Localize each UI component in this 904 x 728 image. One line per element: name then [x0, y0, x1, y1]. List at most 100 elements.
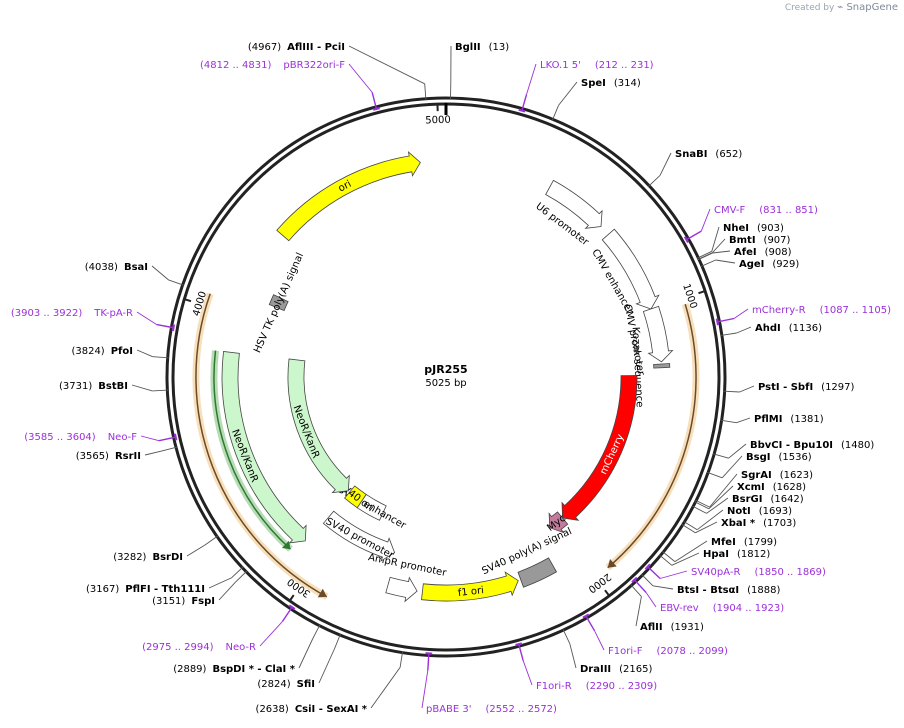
site-pbabe-3[interactable]: pBABE 3'(2552 .. 2572) — [426, 704, 557, 715]
site-f1ori-r[interactable]: F1ori-R(2290 .. 2309) — [536, 681, 657, 692]
site-neo-r[interactable]: (2975 .. 2994)Neo-R — [142, 642, 256, 653]
site-draiii[interactable]: DraIII(2165) — [580, 664, 653, 675]
site-text: HpaI — [703, 549, 729, 560]
site-ahdi[interactable]: AhdI(1136) — [755, 323, 822, 334]
site-leader — [645, 592, 657, 608]
site-leader — [522, 660, 533, 686]
site-leader — [635, 596, 642, 627]
feature-hsv-tk-poly-a-signal[interactable] — [268, 294, 289, 312]
site-leader — [659, 570, 688, 579]
site-bsrdi[interactable]: (3282)BsrDI — [113, 552, 183, 563]
feature-ori[interactable] — [276, 151, 421, 242]
site-tk-pa-r[interactable]: (3903 .. 3922)TK-pA-R — [11, 308, 133, 319]
site-text: PflMI — [754, 414, 782, 425]
site-mcherry-r[interactable]: mCherry-R(1087 .. 1105) — [752, 305, 891, 316]
feature-neor-kanr[interactable] — [221, 351, 307, 544]
site-text: (1693) — [759, 506, 792, 517]
site-bbvci-bpu10i[interactable]: BbvCI - Bpu10I(1480) — [750, 440, 874, 451]
site-text: PstI — [758, 382, 780, 393]
site-cmv-f[interactable]: CMV-F(831 .. 851) — [714, 205, 818, 216]
site-text: SbfI — [791, 382, 813, 393]
site-text: (1812) — [737, 549, 770, 560]
site-mfei[interactable]: MfeI(1799) — [711, 537, 777, 548]
site-text: ClaI * — [265, 664, 296, 675]
site-fspi[interactable]: (3151)FspI — [152, 596, 215, 607]
site-afiii[interactable]: AflII(1931) — [640, 622, 704, 633]
site-noti[interactable]: NotI(1693) — [727, 506, 792, 517]
site-bspdi-clai[interactable]: (2889)BspDI * - ClaI * — [173, 664, 296, 675]
site-tick — [281, 607, 292, 622]
site-csii-sexai[interactable]: (2638)CsiI - SexAI * — [256, 704, 368, 715]
site-bmti[interactable]: BmtI(907) — [729, 235, 791, 246]
site-ebv-rev[interactable]: EBV-rev(1904 .. 1923) — [660, 603, 784, 614]
feature-kozak-sequence[interactable] — [653, 363, 671, 369]
site-xcmi[interactable]: XcmI(1628) — [737, 482, 806, 493]
site-text: LKO.1 5' — [540, 60, 581, 71]
site-text: AgeI — [739, 259, 764, 270]
site-xbai[interactable]: XbaI *(1703) — [721, 518, 796, 529]
site-afliii-pcii[interactable]: (4967)AflIII - PciI — [248, 42, 345, 53]
feature-mcherry[interactable] — [561, 375, 638, 521]
feature-u6-promoter[interactable] — [545, 179, 603, 229]
site-nhei[interactable]: NheI(903) — [723, 223, 784, 234]
site-text: Neo-R — [226, 642, 257, 653]
primer-binding-mark — [683, 236, 690, 243]
site-leader — [151, 265, 169, 281]
orf-arrowhead — [317, 588, 327, 598]
feature-sv40-promoter[interactable] — [322, 510, 396, 562]
credit-prefix: Created by — [784, 3, 835, 13]
site-tick — [648, 175, 661, 187]
feature-sv40-ori[interactable] — [344, 485, 367, 509]
feature-f1-ori[interactable] — [421, 571, 519, 602]
primer-binding-mark — [715, 318, 720, 326]
site-text: XbaI * — [721, 518, 756, 529]
site-afei[interactable]: AfeI(908) — [734, 247, 792, 258]
site-sgrai[interactable]: SgrAI(1623) — [741, 470, 813, 481]
site-pflfi-tth111i[interactable]: (3167)PflFI - Tth111I — [86, 584, 205, 595]
site-leader — [136, 311, 157, 325]
feature-sv40-poly-a-signal[interactable] — [517, 557, 558, 588]
site-text: (1536) — [778, 452, 811, 463]
site-text: (1136) — [789, 323, 822, 334]
site-bstbi[interactable]: (3731)BstBI — [59, 381, 128, 392]
feature-myc[interactable] — [548, 511, 569, 534]
site-leader — [715, 259, 736, 264]
site-text: BsgI — [746, 452, 770, 463]
site-leader — [696, 509, 724, 531]
site-psti-sbfi[interactable]: PstI - SbfI(1297) — [758, 382, 855, 393]
site-text: (314) — [614, 78, 641, 89]
credit-brand: SnapGene — [846, 2, 898, 13]
site-pbr322ori-f[interactable]: (4812 .. 4831)pBR322ori-F — [200, 60, 345, 71]
site-f1ori-f[interactable]: F1ori-F(2078 .. 2099) — [608, 646, 728, 657]
site-bsgi[interactable]: BsgI (1536) — [746, 452, 812, 463]
site-spei[interactable]: SpeI(314) — [581, 78, 641, 89]
feature-cmv-promoter[interactable] — [642, 305, 674, 363]
site-bglii[interactable]: BglII(13) — [455, 42, 509, 53]
site-leader — [712, 250, 731, 254]
site-leader — [659, 152, 672, 176]
site-sfii[interactable]: (2824)SfiI — [257, 679, 315, 690]
site-hpai[interactable]: HpaI (1812) — [703, 549, 770, 560]
site-neo-f[interactable]: (3585 .. 3604)Neo-F — [24, 432, 137, 443]
site-agei[interactable]: AgeI(929) — [739, 259, 799, 270]
site-text: (1087 .. 1105) — [820, 305, 892, 316]
feature-neor-kanr[interactable] — [287, 358, 350, 494]
site-sv40pa-r[interactable]: SV40pA-R(1850 .. 1869) — [691, 567, 826, 578]
site-tick — [168, 279, 184, 286]
feature-ampr-promoter[interactable] — [385, 576, 418, 603]
site-pfoi[interactable]: (3824)PfoI — [71, 346, 133, 357]
site-snabi[interactable]: SnaBI(652) — [675, 149, 742, 160]
site-text: (3585 .. 3604) — [24, 432, 96, 443]
site-separator: - — [151, 584, 162, 595]
site-text: SnaBI — [675, 149, 707, 160]
site-bsrgi[interactable]: BsrGI(1642) — [732, 494, 804, 505]
feature-cmv-enhancer[interactable] — [601, 228, 660, 310]
site-leader — [348, 45, 425, 85]
site-lko1-5[interactable]: LKO.1 5'(212 .. 231) — [540, 60, 654, 71]
site-pflmi[interactable]: PflMI(1381) — [754, 414, 824, 425]
site-leader — [218, 581, 236, 601]
site-bsai[interactable]: (4038)BsaI — [85, 262, 148, 273]
site-btsi-btsai[interactable]: BtsI - BtsαI(1888) — [677, 585, 781, 596]
site-rsrii[interactable]: (3565)RsrII — [76, 451, 141, 462]
site-text: PciI — [325, 42, 345, 53]
